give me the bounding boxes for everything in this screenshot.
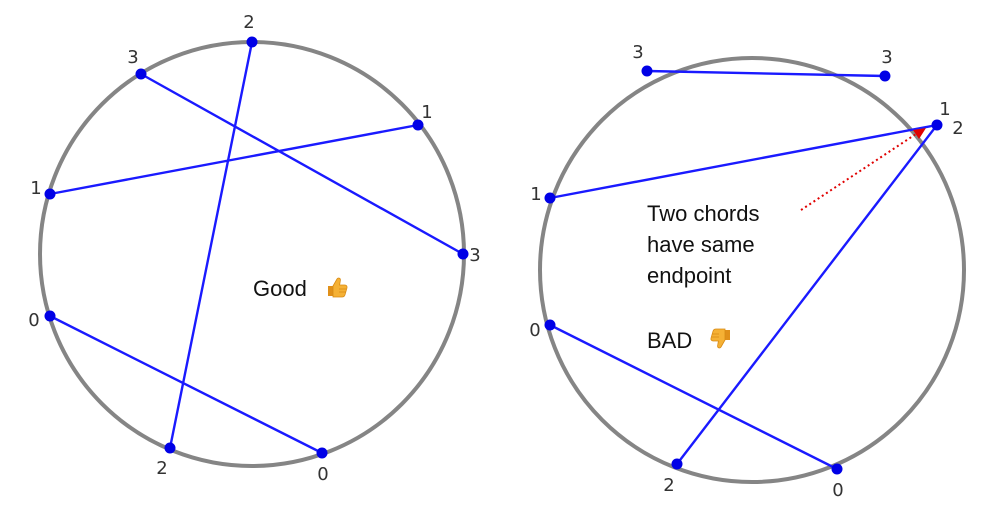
endpoint-label: 2: [663, 475, 674, 496]
note-line: endpoint: [647, 263, 731, 288]
chord: [48, 123, 420, 196]
diagram-good: 2 2 3 3 1 1 0 0 Good: [28, 12, 480, 485]
good-caption: Good: [253, 276, 307, 301]
endpoint-label: 0: [529, 320, 540, 341]
chord: [548, 323, 839, 471]
endpoint-label: 3: [127, 47, 138, 68]
endpoint: [671, 458, 683, 470]
endpoint: [544, 192, 556, 204]
chord: [139, 72, 465, 256]
chord: [645, 69, 887, 78]
endpoint: [44, 188, 56, 200]
endpoint-label: 1: [421, 102, 432, 123]
endpoint: [246, 36, 258, 48]
endpoint: [135, 68, 147, 80]
endpoint-label: 3: [881, 47, 892, 68]
diagram-bad: 3 3 1 1 2 2 0 0 Two chords have same end…: [529, 42, 966, 501]
note-line: Two chords: [647, 201, 760, 226]
thumbs-down-icon: [710, 328, 731, 349]
circle-outline: [38, 40, 466, 468]
pointer-arrowhead: [913, 128, 926, 139]
chord: [48, 314, 324, 455]
thumbs-up-icon: [327, 277, 348, 298]
endpoint-label: 2: [156, 458, 167, 479]
endpoint: [641, 65, 653, 77]
endpoint: [879, 70, 891, 82]
chord: [548, 123, 939, 200]
endpoint-label: 2: [243, 12, 254, 33]
shared-endpoint: [931, 119, 943, 131]
endpoint: [831, 463, 843, 475]
chord: [675, 123, 939, 466]
endpoint-label: 1: [30, 178, 41, 199]
bad-caption: BAD: [647, 328, 692, 353]
endpoint: [457, 248, 469, 260]
endpoint: [544, 319, 556, 331]
endpoint-label: 1: [939, 99, 950, 120]
endpoint: [412, 119, 424, 131]
note-line: have same: [647, 232, 755, 257]
endpoint-label: 0: [832, 480, 843, 501]
endpoint-label: 3: [632, 42, 643, 63]
pointer-arrow: [800, 133, 917, 211]
endpoint: [44, 310, 56, 322]
endpoint-label: 1: [530, 184, 541, 205]
endpoint-label: 0: [317, 464, 328, 485]
endpoint-label: 3: [469, 245, 480, 266]
endpoint-label: 2: [952, 118, 963, 139]
endpoint: [316, 447, 328, 459]
endpoint: [164, 442, 176, 454]
endpoint-label: 0: [28, 310, 39, 331]
chord: [168, 40, 254, 450]
circle-outline: [538, 56, 966, 484]
